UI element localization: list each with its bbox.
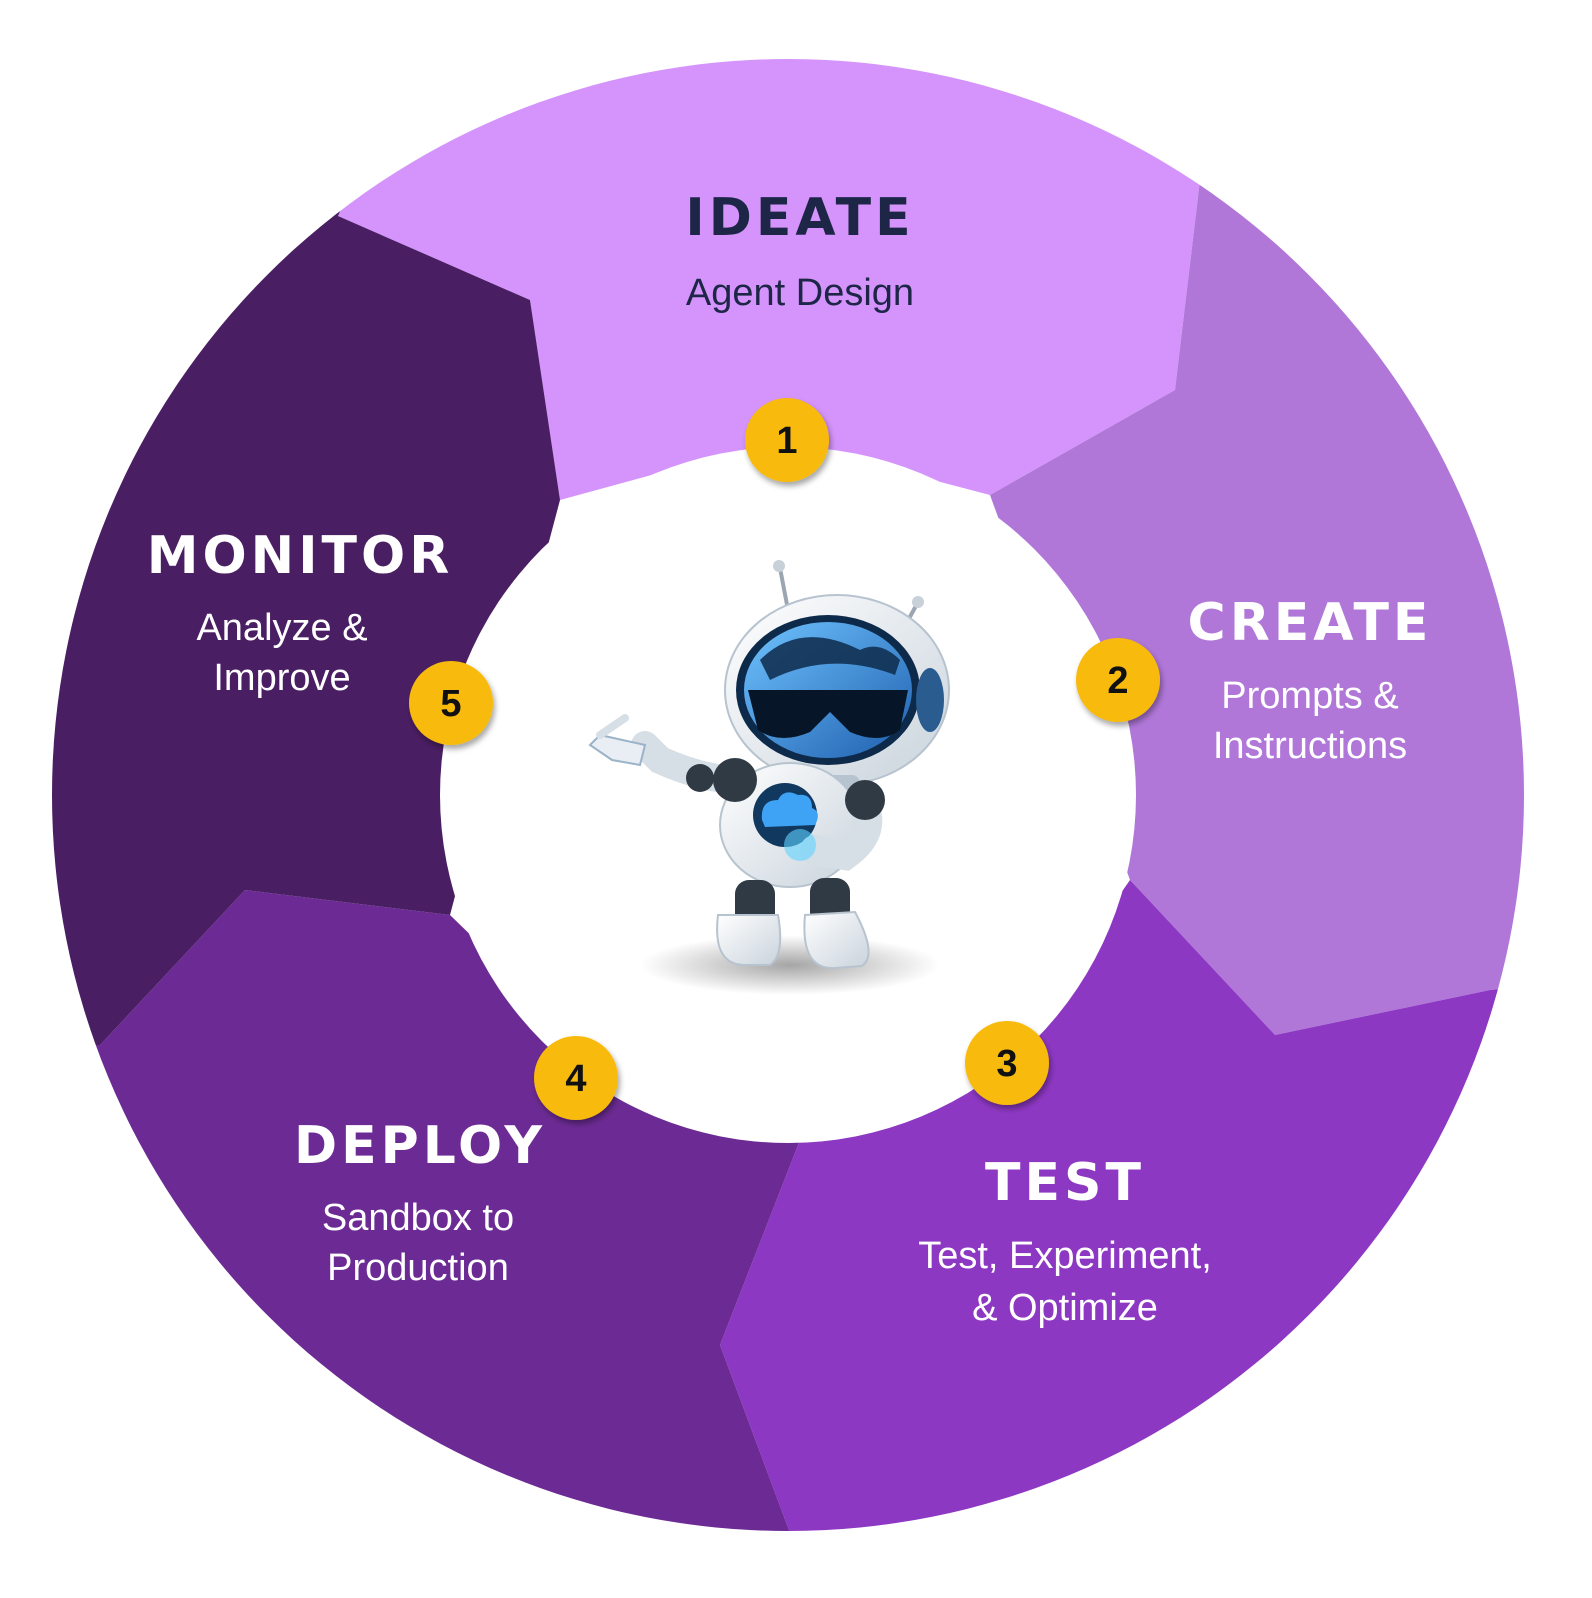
stage-deploy: DEPLOY Sandbox to Production <box>294 1116 546 1289</box>
step-badge-5: 5 <box>409 661 493 745</box>
step-badge-1: 1 <box>745 398 829 482</box>
step-badge-3: 3 <box>965 1021 1049 1105</box>
step-number: 4 <box>565 1058 586 1100</box>
stage-subtitle: & Optimize <box>972 1287 1158 1329</box>
stage-title: IDEATE <box>685 188 914 248</box>
stage-title: MONITOR <box>147 526 454 586</box>
step-badge-4: 4 <box>534 1036 618 1120</box>
stage-title: CREATE <box>1188 593 1433 653</box>
stage-subtitle: Sandbox to <box>322 1197 514 1239</box>
stage-subtitle: Instructions <box>1213 725 1407 767</box>
stage-subtitle: Production <box>327 1247 509 1289</box>
robot-mascot-icon <box>588 560 950 995</box>
stage-subtitle: Improve <box>213 657 350 699</box>
stage-ideate: IDEATE Agent Design <box>685 188 914 314</box>
step-badge-2: 2 <box>1076 638 1160 722</box>
stage-subtitle: Analyze & <box>196 607 367 649</box>
stage-test: TEST Test, Experiment, & Optimize <box>918 1153 1212 1329</box>
stage-monitor: MONITOR Analyze & Improve <box>147 526 454 699</box>
stage-title: DEPLOY <box>294 1116 546 1176</box>
step-number: 2 <box>1107 660 1128 702</box>
stage-create: CREATE Prompts & Instructions <box>1188 593 1433 767</box>
step-number: 3 <box>996 1043 1017 1085</box>
stage-subtitle: Agent Design <box>686 272 914 314</box>
stage-subtitle: Prompts & <box>1221 675 1398 717</box>
stage-title: TEST <box>985 1153 1145 1213</box>
step-number: 1 <box>776 420 797 462</box>
step-number: 5 <box>440 683 461 725</box>
stage-subtitle: Test, Experiment, <box>918 1235 1212 1277</box>
segment-ideate <box>338 59 1230 500</box>
